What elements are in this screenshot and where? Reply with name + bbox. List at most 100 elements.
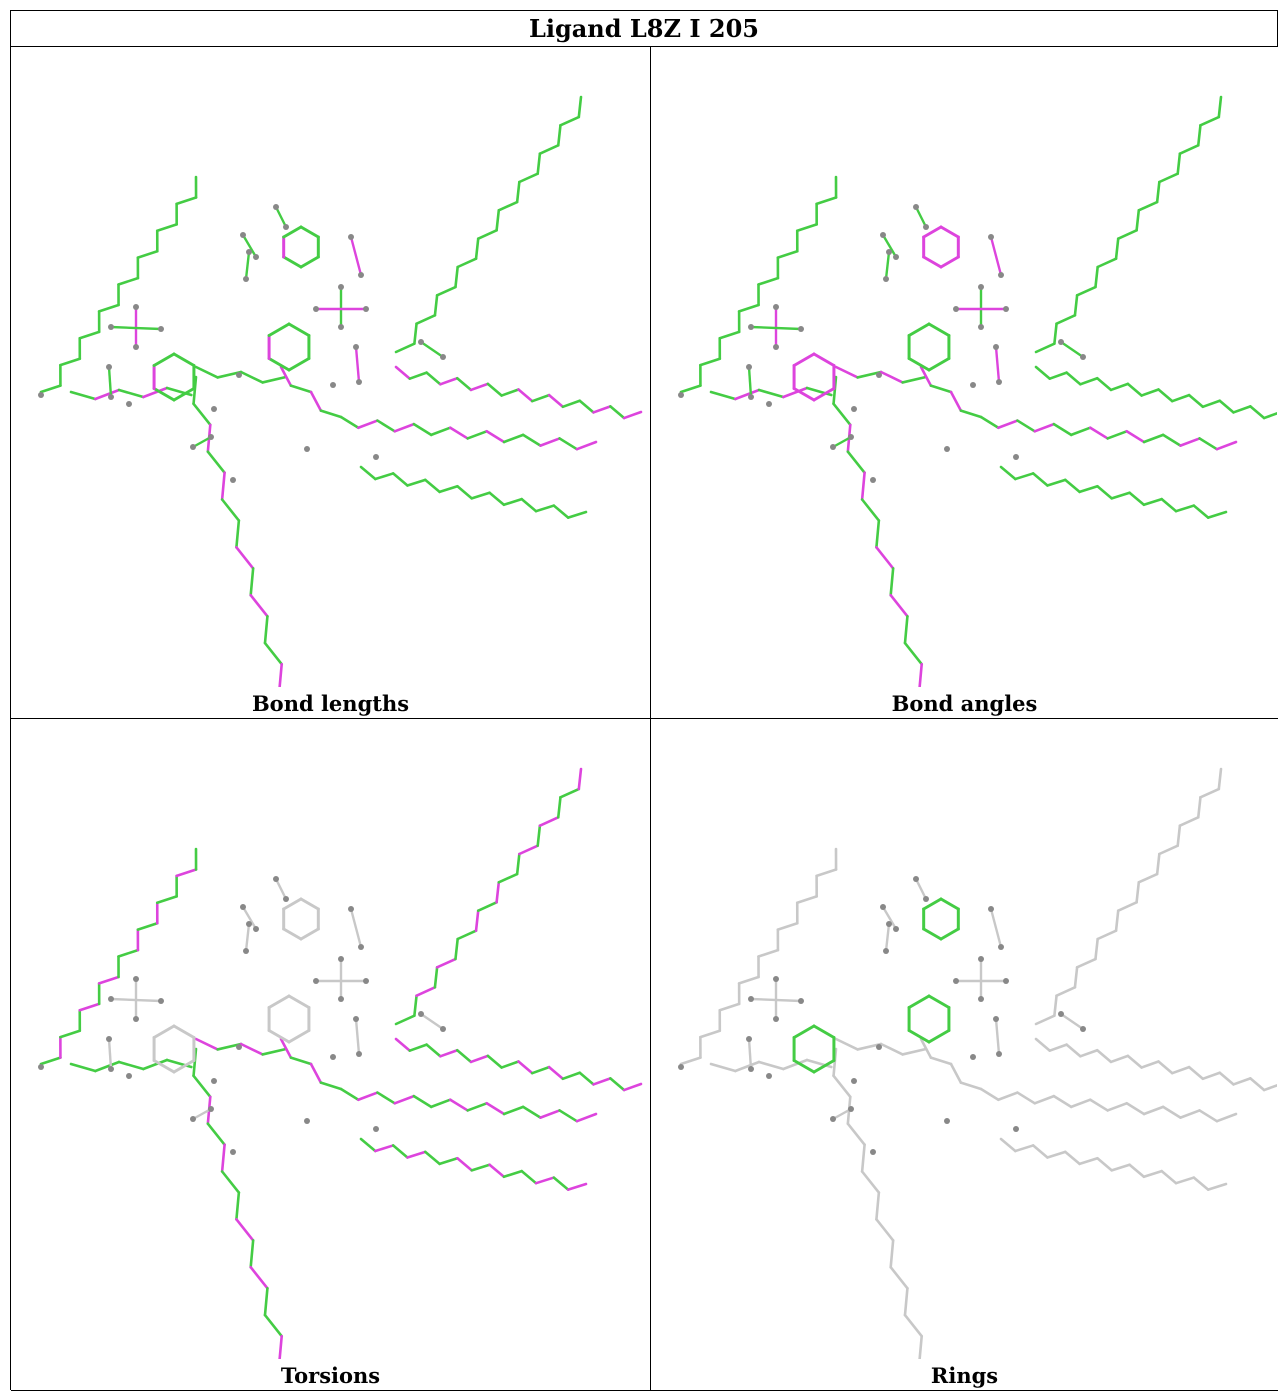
bond xyxy=(554,1178,568,1190)
bond xyxy=(95,1062,119,1071)
bond xyxy=(361,1139,375,1151)
bond xyxy=(265,1315,282,1336)
bond xyxy=(1264,412,1277,418)
bond xyxy=(1233,406,1250,412)
bond xyxy=(437,959,455,967)
bond xyxy=(532,1067,549,1073)
bond xyxy=(778,923,797,929)
terminal-atom xyxy=(1058,1011,1064,1017)
terminal-atom xyxy=(773,344,779,350)
bond xyxy=(540,1110,559,1117)
terminal-atom xyxy=(108,996,114,1002)
bond xyxy=(1162,1171,1176,1183)
bond xyxy=(504,1171,522,1177)
substituent-bond xyxy=(991,909,1001,947)
bond xyxy=(891,1267,908,1288)
bond xyxy=(502,1062,519,1068)
bond xyxy=(1036,1039,1050,1051)
ring-bond xyxy=(909,324,929,336)
bond xyxy=(1054,424,1071,435)
terminal-atom xyxy=(440,354,446,360)
terminal-atom xyxy=(338,284,344,290)
terminal-atom xyxy=(988,234,994,240)
ring-bond xyxy=(929,996,949,1008)
bond xyxy=(876,547,893,568)
bond xyxy=(1067,1045,1081,1057)
bond xyxy=(881,372,903,382)
terminal-atom xyxy=(283,224,289,230)
bond xyxy=(538,154,540,174)
terminal-atom xyxy=(338,324,344,330)
bond xyxy=(919,664,921,687)
panel-rings: Rings xyxy=(651,719,1278,1391)
terminal-atom xyxy=(766,401,772,407)
terminal-atom xyxy=(356,1051,362,1057)
terminal-atom xyxy=(373,454,379,460)
terminal-atom xyxy=(348,234,354,240)
terminal-atom xyxy=(208,434,214,440)
terminal-atom xyxy=(126,1073,132,1079)
terminal-atom xyxy=(798,326,804,332)
bond xyxy=(1112,1165,1130,1171)
ring-bond xyxy=(924,929,941,939)
bond xyxy=(1189,1067,1203,1079)
terminal-atom xyxy=(358,944,364,950)
bond xyxy=(450,1100,467,1111)
substituent-bond xyxy=(356,1019,359,1054)
bond xyxy=(440,1158,458,1164)
bond xyxy=(891,1240,893,1267)
bond xyxy=(1047,1152,1065,1158)
bond xyxy=(1180,817,1198,825)
bond xyxy=(1217,1114,1236,1121)
bond xyxy=(577,442,596,449)
bond xyxy=(437,287,455,295)
bond xyxy=(519,390,533,402)
bond xyxy=(1127,431,1144,442)
bond xyxy=(1017,421,1034,432)
ring-bond xyxy=(814,1026,834,1038)
bond xyxy=(251,568,253,595)
bond xyxy=(1176,506,1194,512)
molecule-view-bond-angles xyxy=(651,47,1277,687)
bond xyxy=(1159,846,1177,854)
bond xyxy=(455,267,457,287)
terminal-atom xyxy=(876,372,882,378)
bond xyxy=(119,1062,143,1069)
bond xyxy=(1067,373,1081,385)
bond xyxy=(1172,395,1189,401)
bond xyxy=(1208,512,1226,518)
terminal-atom xyxy=(211,1078,217,1084)
ring-bond xyxy=(924,257,941,267)
terminal-atom xyxy=(338,956,344,962)
bond xyxy=(471,384,488,390)
terminal-atom xyxy=(338,996,344,1002)
bond xyxy=(1159,390,1173,402)
bond xyxy=(558,797,560,817)
terminal-atom xyxy=(363,306,369,312)
substituent-bond xyxy=(421,342,443,357)
bond xyxy=(961,1083,981,1089)
bond xyxy=(981,1089,998,1100)
terminal-atom xyxy=(798,998,804,1004)
bond xyxy=(848,1124,865,1145)
substituent-bond xyxy=(111,327,161,329)
bond xyxy=(490,1165,504,1177)
bond xyxy=(1036,344,1054,352)
bond xyxy=(1047,480,1065,486)
bond xyxy=(862,500,879,521)
bond xyxy=(817,197,836,203)
bond xyxy=(1198,797,1200,817)
substituent-bond xyxy=(351,909,361,947)
substituent-bond xyxy=(916,207,926,227)
bond xyxy=(1108,431,1127,438)
bond xyxy=(554,506,568,518)
terminal-atom xyxy=(748,394,754,400)
bond xyxy=(711,392,735,399)
substituent-bond xyxy=(246,924,249,951)
ring-bond xyxy=(269,324,289,336)
bond xyxy=(1200,789,1218,797)
bond xyxy=(431,428,450,435)
bond xyxy=(417,987,435,995)
terminal-atom xyxy=(240,232,246,238)
substituent-bond xyxy=(996,347,999,382)
